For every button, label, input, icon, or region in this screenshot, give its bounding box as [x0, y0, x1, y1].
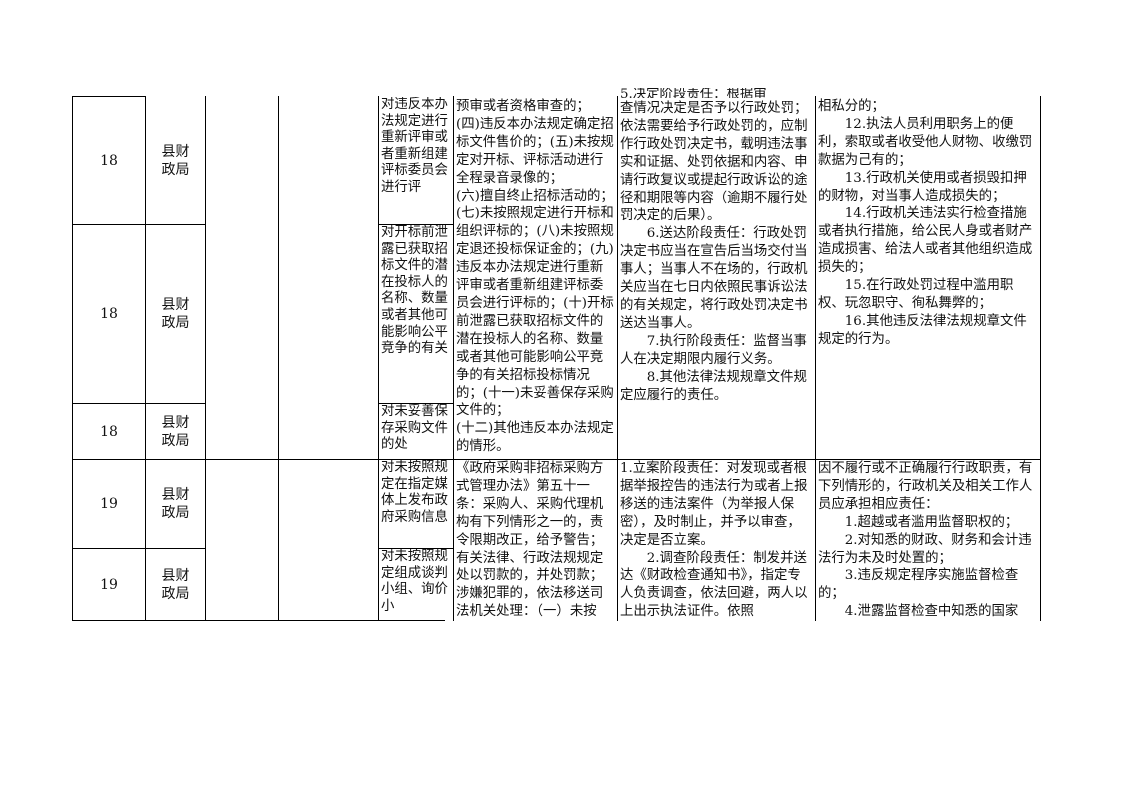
col-border-1 — [145, 96, 146, 621]
power-item-cell: 对违反本办法规定进行重新评审或者重新组建评标委员会进行评 — [381, 97, 448, 195]
accountability-block: 相私分的； 12.执法人员利用职务上的便利，索取或者收受他人财物、收缴罚款据为己… — [818, 99, 1033, 347]
duty-block-top-line: 5.决定阶段责任：根据审 — [620, 88, 767, 98]
row-border-1b — [378, 224, 453, 225]
row-border-3b — [378, 548, 453, 549]
row-border-1 — [72, 224, 205, 225]
power-item-cell: 对未按照规定在指定媒体上发布政府采购信息 — [381, 460, 448, 525]
department-cell: 县财政局 — [146, 549, 205, 620]
department-name: 县财政局 — [161, 487, 190, 521]
col-border-5 — [453, 96, 454, 621]
row-number: 19 — [100, 576, 118, 593]
col-border-2 — [205, 96, 206, 621]
row-border-2b — [378, 403, 453, 404]
power-item-cell: 对未妥善保存采购文件的处 — [381, 404, 448, 453]
row-border-3 — [72, 548, 205, 549]
row-number: 18 — [100, 152, 118, 169]
department-name: 县财政局 — [161, 297, 190, 331]
row-number: 18 — [100, 423, 118, 440]
department-cell: 县财政局 — [146, 225, 205, 403]
row-number: 19 — [100, 496, 118, 512]
table-bottom-border — [72, 620, 445, 621]
department-cell: 县财政局 — [146, 97, 205, 224]
col-border-8 — [1040, 96, 1041, 621]
accountability-block: 因不履行或不正确履行行政职责，有下列情形的，行政机关及相关工作人员应承担相应责任… — [818, 461, 1033, 620]
legal-basis-block: 预审或者资格审查的； (四)违反本办法规定确定招标文件售价的；(五)未按规定对开… — [456, 99, 614, 455]
col-border-0 — [72, 96, 73, 621]
group-border — [72, 459, 1041, 460]
legal-basis-block: 《政府采购非招标采购方式管理办法》第五十一条：采购人、采购代理机构有下列情形之一… — [456, 461, 604, 620]
power-item-cell: 对未按照规定组成谈判小组、询价小 — [381, 549, 448, 614]
duty-block: 查情况决定是否予以行政处罚；依法需要给予行政处罚的，应制作行政处罚决定书，载明违… — [620, 101, 808, 403]
duty-block: 1.立案阶段责任：对发现或者根据举报控告的违法行为或者上报移送的违法案件（为举报… — [620, 461, 808, 620]
department-name: 县财政局 — [161, 567, 190, 602]
power-item-cell: 对开标前泄露已获取招标文件的潜在投标人的名称、数量或者其他可能影响公平竞争的有关 — [381, 225, 448, 357]
department-cell: 县财政局 — [146, 460, 205, 548]
department-name: 县财政局 — [161, 143, 190, 178]
department-name: 县财政局 — [161, 414, 190, 449]
col-border-7 — [815, 96, 816, 621]
col-border-3 — [278, 96, 279, 621]
col-border-4 — [378, 96, 379, 621]
department-cell: 县财政局 — [146, 404, 205, 459]
row-number: 18 — [100, 306, 118, 322]
col-border-6 — [617, 96, 618, 621]
row-border-2 — [72, 403, 205, 404]
table-top-border — [72, 96, 145, 97]
